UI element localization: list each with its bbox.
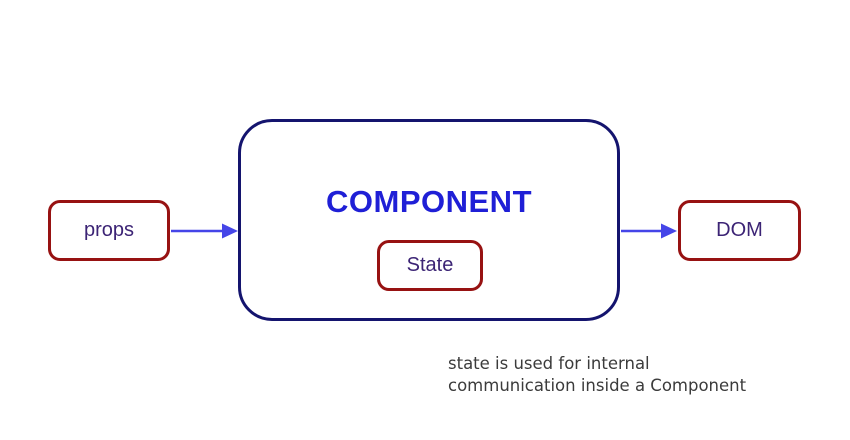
state-box: State bbox=[377, 240, 483, 291]
dom-box: DOM bbox=[678, 200, 801, 261]
props-to-component-arrow-icon bbox=[171, 223, 238, 239]
dom-box-label: DOM bbox=[716, 219, 763, 241]
caption-line-2: communication inside a Component bbox=[448, 375, 747, 395]
props-box: props bbox=[48, 200, 170, 261]
caption-line-1: state is used for internal bbox=[448, 354, 650, 373]
component-title: COMPONENT bbox=[326, 184, 532, 219]
state-box-label: State bbox=[406, 254, 454, 276]
component-to-dom-arrow-icon bbox=[621, 223, 677, 239]
props-box-label: props bbox=[83, 219, 135, 241]
caption: state is used for internal communication… bbox=[448, 353, 798, 396]
